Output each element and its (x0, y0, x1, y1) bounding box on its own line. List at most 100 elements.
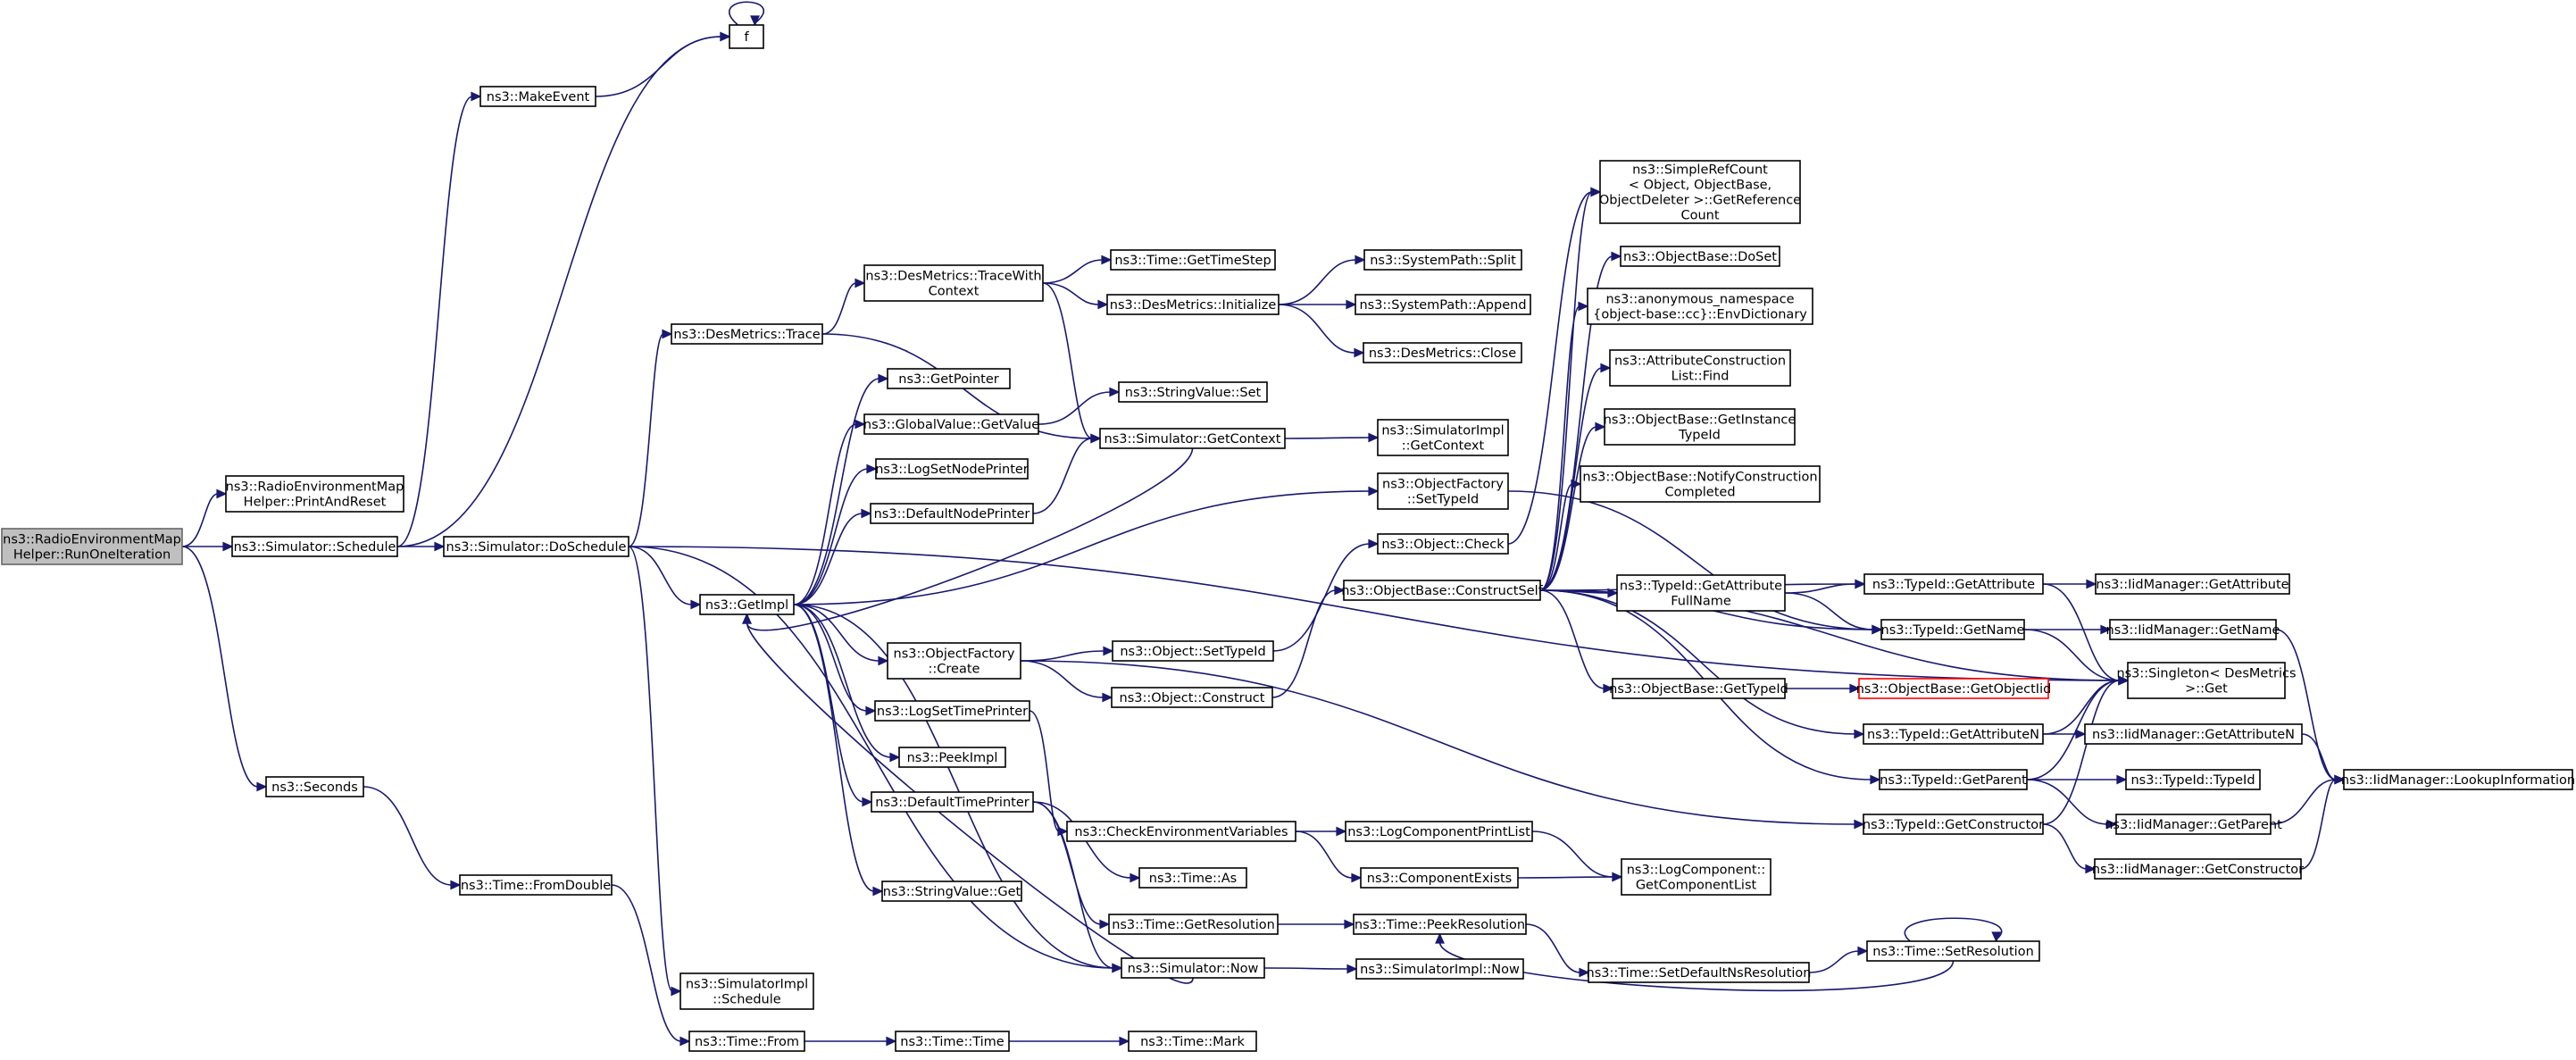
node-seconds[interactable]: ns3::Seconds (265, 776, 364, 797)
edge-getimpl-to-gvgetvalue (793, 419, 866, 605)
node-timeas[interactable]: ns3::Time::As (1138, 867, 1247, 889)
node-timefrom[interactable]: ns3::Time::From (688, 1031, 805, 1052)
node-box (1866, 940, 2040, 962)
node-box (875, 458, 1029, 480)
node-label: ns3::anonymous_namespace (1605, 293, 1794, 307)
node-getcontext[interactable]: ns3::Simulator::GetContext (1099, 428, 1286, 449)
node-objconstruct[interactable]: ns3::Object::Construct (1111, 687, 1273, 708)
node-box (1621, 858, 1772, 896)
node-tidgetname[interactable]: ns3::TypeId::GetName (1880, 619, 2025, 640)
node-printreset[interactable]: ns3::RadioEnvironmentMapHelper::PrintAnd… (225, 475, 404, 513)
node-dofree[interactable]: ns3::ObjectBase::DoSet (1620, 246, 1780, 267)
node-label: ns3::GetPointer (898, 372, 999, 387)
node-iidgetname[interactable]: ns3::IidManager::GetName (2106, 619, 2280, 640)
edge-ofcreate-to-objsettypeid (1020, 646, 1114, 662)
edge-line (1020, 660, 1105, 698)
node-label: ns3::Time::From (695, 1035, 799, 1049)
node-gettimestep[interactable]: ns3::Time::GetTimeStep (1110, 249, 1276, 271)
node-getpointer[interactable]: ns3::GetPointer (887, 368, 1011, 389)
node-envdict[interactable]: ns3::anonymous_namespace{object-base::cc… (1587, 288, 1813, 325)
node-objsettypeid[interactable]: ns3::Object::SetTypeId (1112, 640, 1274, 662)
node-schedule[interactable]: ns3::Simulator::Schedule (231, 536, 398, 557)
node-iidgetconstructor[interactable]: ns3::IidManager::GetConstructor (2092, 858, 2304, 880)
node-tidgetattr[interactable]: ns3::TypeId::GetAttribute (1863, 573, 2044, 595)
node-notifyconst[interactable]: ns3::ObjectBase::NotifyConstructionCompl… (1580, 465, 1821, 503)
node-tidgetattrn[interactable]: ns3::TypeId::GetAttributeN (1863, 723, 2044, 745)
node-runone[interactable]: ns3::RadioEnvironmentMapHelper::RunOneIt… (1, 528, 183, 565)
node-label: {object-base::cc}::EnvDictionary (1593, 308, 1807, 322)
node-constructself[interactable]: ns3::ObjectBase::ConstructSelf (1341, 580, 1544, 601)
node-pathsplit[interactable]: ns3::SystemPath::Split (1363, 249, 1522, 271)
node-iidgetparent[interactable]: ns3::IidManager::GetParent (2105, 814, 2282, 835)
node-svget[interactable]: ns3::StringValue::Get (881, 881, 1022, 902)
node-setdefaultns[interactable]: ns3::Time::SetDefaultNsResolution (1587, 962, 1812, 983)
node-makeevent[interactable]: ns3::MakeEvent (479, 86, 596, 107)
node-box (1377, 533, 1509, 555)
node-pathappend[interactable]: ns3::SystemPath::Append (1355, 294, 1531, 315)
node-label: ns3::DefaultTimePrinter (875, 796, 1029, 810)
edge-tidgetconstructor-to-iidgetconstructor (2042, 823, 2097, 874)
node-simnow[interactable]: ns3::Simulator::Now (1121, 957, 1265, 979)
node-box (443, 536, 629, 557)
node-defaultnode[interactable]: ns3::DefaultNodePrinter (870, 503, 1034, 524)
node-tidgetparent[interactable]: ns3::TypeId::GetParent (1879, 769, 2028, 790)
edge-arrowhead (1351, 872, 1363, 883)
node-implgetcontext[interactable]: ns3::SimulatorImpl::GetContext (1377, 419, 1509, 456)
node-desinit[interactable]: ns3::DesMetrics::Initialize (1106, 294, 1280, 315)
node-iidlookup[interactable]: ns3::IidManager::LookupInformation (2341, 769, 2575, 790)
node-box (2095, 573, 2290, 595)
node-fromdouble[interactable]: ns3::Time::FromDouble (459, 874, 613, 896)
node-simimplschedule[interactable]: ns3::SimulatorImpl::Schedule (679, 972, 814, 1010)
node-label: List::Find (1671, 370, 1730, 384)
node-logsetnode[interactable]: ns3::LogSetNodePrinter (875, 458, 1029, 480)
edge-logcompprint-to-getcomplist (1531, 830, 1623, 882)
node-destrace[interactable]: ns3::DesMetrics::Trace (671, 323, 823, 345)
edge-simnow-to-implnow (1263, 964, 1358, 974)
node-label: FullName (1671, 595, 1731, 609)
node-defaulttime[interactable]: ns3::DefaultTimePrinter (871, 791, 1034, 813)
node-getobjecttid[interactable]: ns3::ObjectBase::GetObjectIid (1856, 678, 2052, 699)
node-label: ns3::Object::Construct (1120, 691, 1265, 705)
node-doschedule[interactable]: ns3::Simulator::DoSchedule (443, 536, 629, 557)
node-iidgetattr[interactable]: ns3::IidManager::GetAttribute (2095, 573, 2290, 595)
node-tidgetconstructor[interactable]: ns3::TypeId::GetConstructor (1863, 814, 2044, 835)
edge-doschedule-to-getimpl (628, 546, 702, 610)
node-timemark[interactable]: ns3::Time::Mark (1128, 1031, 1257, 1052)
node-iidgetattrn[interactable]: ns3::IidManager::GetAttributeN (2084, 723, 2303, 745)
node-label: GetComponentList (1636, 879, 1757, 893)
node-box (679, 972, 814, 1010)
node-logsettime[interactable]: ns3::LogSetTimePrinter (874, 700, 1030, 722)
node-implnow[interactable]: ns3::SimulatorImpl::Now (1355, 958, 1524, 980)
node-logcompprint[interactable]: ns3::LogComponentPrintList (1345, 821, 1533, 842)
node-getres[interactable]: ns3::Time::GetResolution (1108, 914, 1279, 935)
node-peekres[interactable]: ns3::Time::PeekResolution (1353, 914, 1527, 935)
node-timetime[interactable]: ns3::Time::Time (895, 1031, 1010, 1052)
edge-arrowhead (1346, 964, 1358, 974)
node-setres[interactable]: ns3::Time::SetResolution (1866, 940, 2040, 962)
node-checkenv[interactable]: ns3::CheckEnvironmentVariables (1066, 821, 1296, 842)
node-svset[interactable]: ns3::StringValue::Set (1118, 381, 1268, 403)
node-simplerefcount[interactable]: ns3::SimpleRefCount< Object, ObjectBase,… (1599, 160, 1801, 224)
edge-ofcreate-to-objconstruct (1020, 660, 1113, 703)
node-getcomplist[interactable]: ns3::LogComponent::GetComponentList (1621, 858, 1772, 896)
node-singletonget[interactable]: ns3::Singleton< DesMetrics >::Get (2116, 662, 2297, 699)
node-f[interactable]: f (729, 24, 764, 49)
node-tidtypeid[interactable]: ns3::TypeId::TypeId (2125, 769, 2261, 790)
edge-line (1539, 483, 1573, 591)
node-ofsettypeid[interactable]: ns3::ObjectFactory::SetTypeId (1377, 472, 1509, 510)
node-label: ns3::Simulator::GetContext (1105, 432, 1281, 447)
node-peekimpl[interactable]: ns3::PeekImpl (898, 747, 1006, 768)
node-gvgetvalue[interactable]: ns3::GlobalValue::GetValue (863, 413, 1039, 435)
node-desclose[interactable]: ns3::DesMetrics::Close (1363, 342, 1522, 363)
node-label: f (744, 30, 749, 45)
node-obgettypeid[interactable]: ns3::ObjectBase::GetTypeId (1609, 678, 1788, 699)
node-ofcreate[interactable]: ns3::ObjectFactory::Create (887, 642, 1021, 680)
node-objcheck[interactable]: ns3::Object::Check (1377, 533, 1509, 555)
node-compexists[interactable]: ns3::ComponentExists (1360, 867, 1519, 889)
node-getimpl[interactable]: ns3::GetImpl (699, 594, 795, 615)
edge-objcheck-to-simplerefcount (1507, 187, 1602, 545)
